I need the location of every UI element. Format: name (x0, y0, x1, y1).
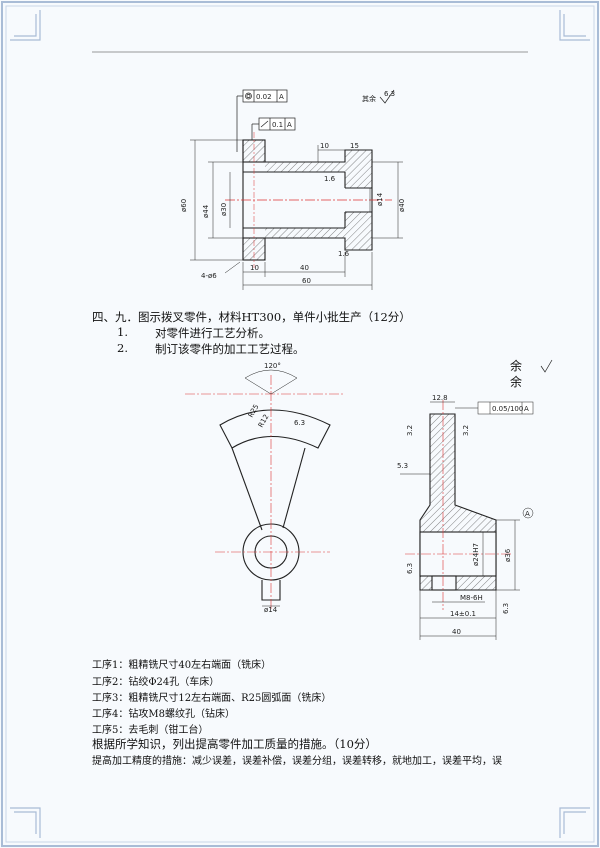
side-dim-14: 14±0.1 (450, 610, 476, 618)
holes-label: 4-ø6 (201, 272, 217, 280)
tol-box-datum: A (524, 405, 529, 413)
dim-d14: ø14 (376, 192, 384, 206)
process-step-3: 工序3：粗精铣尺寸12左右端面、R25圆弧面（铣床） (92, 693, 332, 704)
question-10-title: 根据所学知识，列出提高零件加工质量的措施。（10分） (92, 737, 377, 751)
roughness-2: 1.6 (338, 250, 350, 258)
dim-bottom-40: 40 (300, 264, 309, 272)
answer-text: 提高加工精度的措施：减少误差，误差补偿，误差分组，误差转移，就地加工，误差平均，… (92, 756, 502, 767)
process-step-2: 工序2：钻绞Φ24孔（车床） (92, 677, 220, 688)
side-dim-12: 12.8 (432, 394, 448, 402)
r32-left: 3.2 (406, 425, 414, 436)
process-step-5: 工序5：去毛刺（钳工台） (92, 725, 209, 736)
roughness-symbol-icon (540, 359, 553, 373)
side-dim-24h7: ø24H7 (472, 543, 480, 566)
question-9-item-2-text: 制订该零件的加工工艺过程。 (155, 342, 305, 356)
remainder-label-1: 余 (510, 358, 522, 373)
dim-d44: ø44 (202, 204, 210, 218)
question-9-item-1-num: 1. (117, 325, 128, 339)
datum-a: A (525, 510, 530, 518)
tol-box-value: 0.05/100 (492, 405, 523, 413)
thread-label: M8-6H (460, 594, 483, 602)
dim-top-15: 15 (350, 142, 359, 150)
side-dim-40: 40 (452, 628, 461, 636)
question-9-title: 四、九．图示拨叉零件，材料HT300，单件小批生产（12分） (92, 310, 411, 324)
side-rough-63c: 6.3 (502, 603, 510, 614)
dim-d40: ø40 (398, 199, 406, 212)
tol-round-value: 0.02 (256, 93, 272, 101)
roughness-other-value: 6.3 (384, 90, 395, 98)
process-step-1: 工序1：粗精铣尺寸40左右端面（铣床） (92, 660, 272, 671)
dim-d30: ø30 (220, 203, 228, 216)
tol-perp-value: 0.1 (272, 121, 283, 129)
remainder-label-2: 余 (510, 374, 522, 389)
angle-label: 120° (264, 362, 281, 370)
question-9-item-2-num: 2. (117, 341, 128, 355)
front-rough-63: 6.3 (294, 419, 305, 427)
r32-right: 3.2 (462, 425, 470, 436)
dim-bottom-10: 10 (250, 264, 259, 272)
dim-d60: ø60 (180, 199, 188, 212)
roughness-other-label: 其余 (362, 94, 376, 103)
question-9-item-1-text: 对零件进行工艺分析。 (155, 326, 270, 340)
side-dim-532: 5.3 (397, 462, 408, 470)
roughness-1: 1.6 (324, 175, 336, 183)
roughness-symbol-icon (379, 89, 395, 104)
side-dim-36: ø36 (504, 548, 512, 562)
front-dim-d14: ø14 (264, 606, 278, 614)
process-step-4: 工序4：钻攻M8螺纹孔（钻床） (92, 709, 235, 720)
r12-label: R12 (257, 413, 271, 429)
side-rough-63b: 6.3 (406, 563, 414, 574)
dim-top-10: 10 (320, 142, 329, 150)
tol-round-datum: A (279, 93, 284, 101)
dim-bottom-60: 60 (302, 277, 311, 285)
tol-perp-datum: A (287, 121, 292, 129)
